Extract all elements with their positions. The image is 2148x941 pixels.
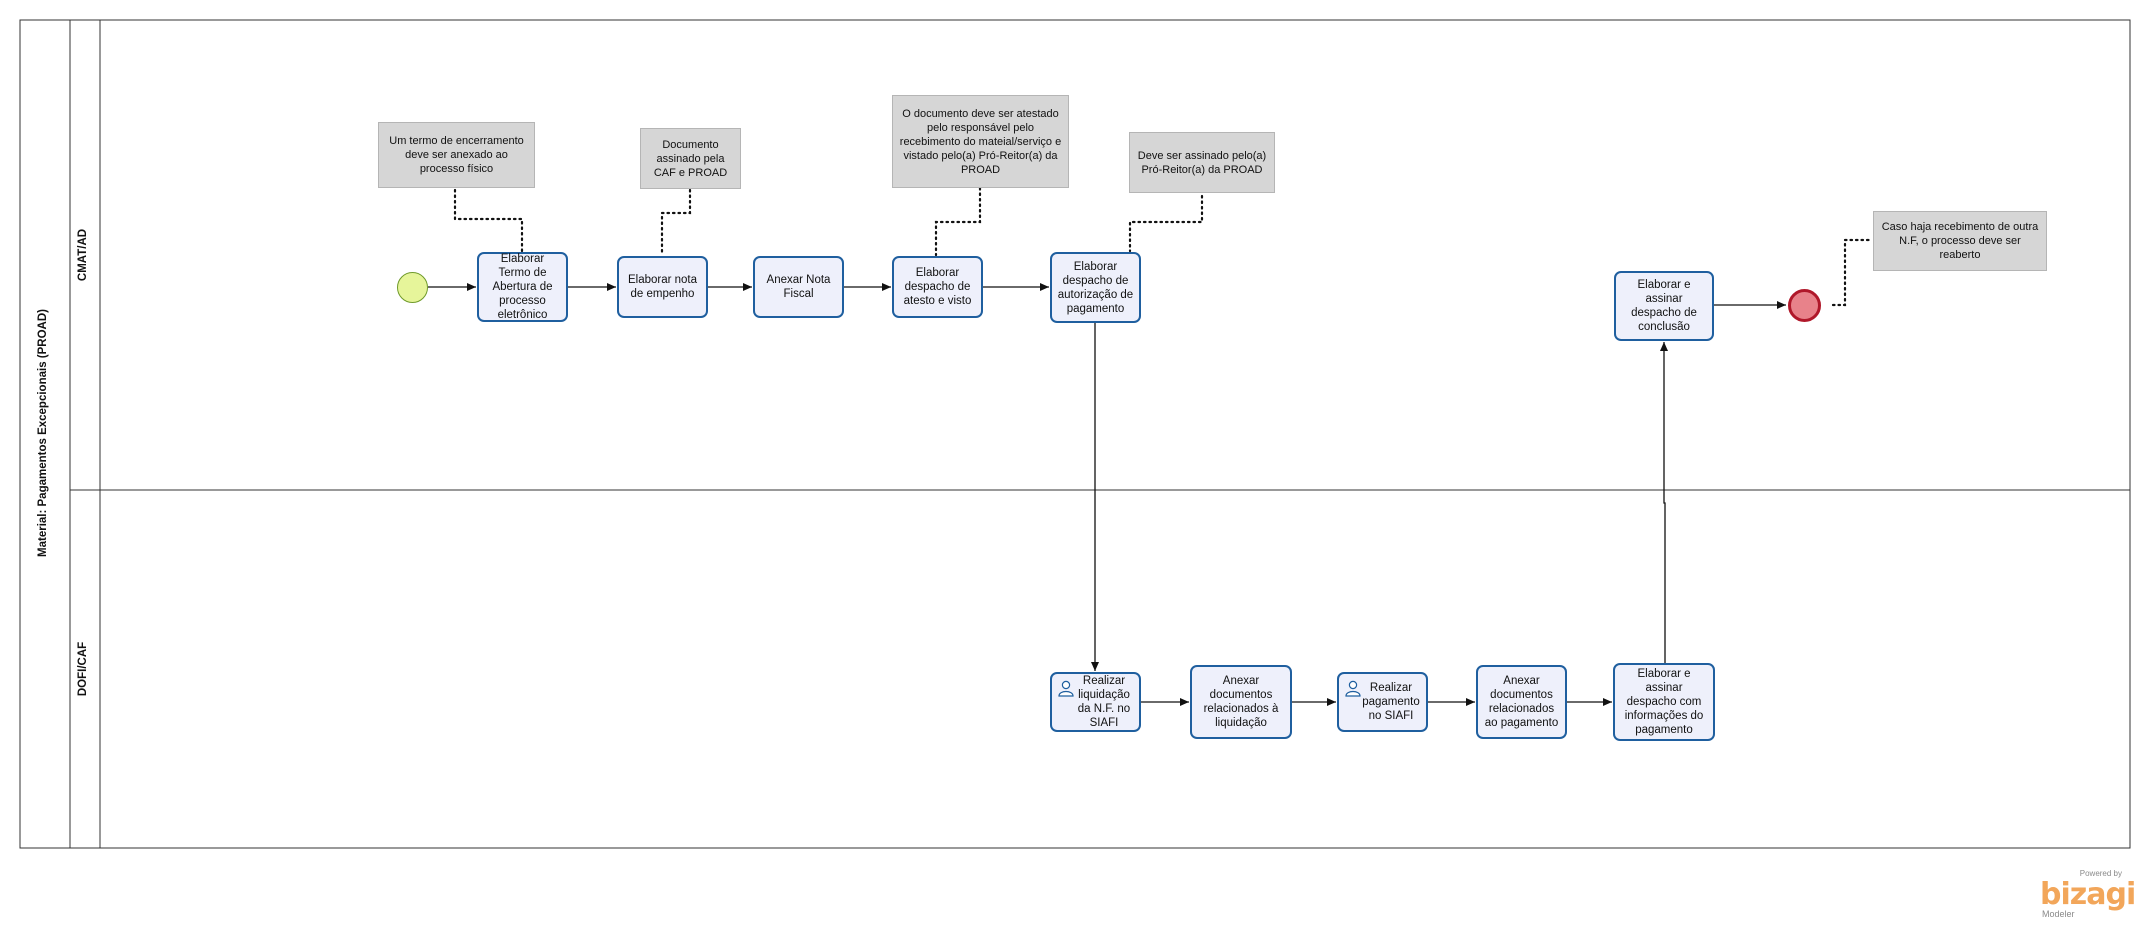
task-realizar-pagamento[interactable]: Realizar pagamento no SIAFI: [1337, 672, 1428, 732]
task-elaborar-termo-abertura[interactable]: Elaborar Termo de Abertura de processo e…: [477, 252, 568, 322]
task-label: Realizar liquidação da N.F. no SIAFI: [1077, 675, 1131, 729]
user-task-icon: [1345, 680, 1361, 697]
annotation-documento-atestado: O documento deve ser atestado pelo respo…: [892, 95, 1069, 188]
annotation-assinado-pro-reitor: Deve ser assinado pelo(a) Pró-Reitor(a) …: [1129, 132, 1275, 193]
link-a4-t5: [1128, 194, 1204, 253]
lane-title-cmat: CMAT/AD: [77, 228, 89, 282]
task-label: Anexar documentos relacionados ao pagame…: [1484, 675, 1559, 729]
task-label: Realizar pagamento no SIAFI: [1362, 682, 1420, 722]
task-label: Elaborar Termo de Abertura de processo e…: [492, 253, 553, 321]
task-realizar-liquidacao[interactable]: Realizar liquidação da N.F. no SIAFI: [1050, 672, 1141, 732]
annotation-reabertura-processo: Caso haja recebimento de outra N.F, o pr…: [1873, 211, 2047, 271]
pool-title: Material: Pagamentos Excepcionais (PROAD…: [37, 309, 49, 557]
logo-brand-text: bizagi: [2040, 877, 2136, 912]
pool-frame: [19, 19, 2131, 849]
task-label: Elaborar despacho de autorização de paga…: [1057, 260, 1134, 315]
link-end-a5: [1831, 238, 1872, 307]
annotation-documento-assinado: Documento assinado pela CAF e PROAD: [640, 128, 741, 189]
bizagi-logo: Powered by bizagi Modeler: [2040, 869, 2136, 919]
task-elaborar-despacho-atesto[interactable]: Elaborar despacho de atesto e visto: [892, 256, 983, 318]
link-a2-t2: [660, 188, 692, 257]
link-a3-t4: [934, 186, 982, 257]
sequence-flows: [428, 283, 1786, 706]
task-anexar-documentos-liquidacao[interactable]: Anexar documentos relacionados à liquida…: [1190, 665, 1292, 739]
link-a1-t1: [453, 188, 524, 253]
annotation-termo-encerramento: Um termo de encerramento deve ser anexad…: [378, 122, 535, 188]
lane-title-dofi: DOFI/CAF: [77, 641, 89, 697]
task-label: Anexar documentos relacionados à liquida…: [1203, 675, 1279, 729]
end-event[interactable]: [1788, 289, 1821, 322]
logo-powered-text: Powered by: [2079, 869, 2122, 878]
task-elaborar-despacho-autorizacao[interactable]: Elaborar despacho de autorização de paga…: [1050, 252, 1141, 323]
task-elaborar-despacho-conclusao[interactable]: Elaborar e assinar despacho de conclusão: [1614, 271, 1714, 341]
flow-t10-t11: [1660, 342, 1668, 663]
task-label: Elaborar nota de empenho: [627, 274, 698, 300]
task-anexar-documentos-pagamento[interactable]: Anexar documentos relacionados ao pagame…: [1476, 665, 1567, 739]
task-label: Anexar Nota Fiscal: [766, 274, 831, 300]
start-event[interactable]: [397, 272, 428, 303]
task-label: Elaborar e assinar despacho com informaç…: [1624, 668, 1704, 736]
task-label: Elaborar despacho de atesto e visto: [903, 267, 972, 307]
annotation-links: [453, 186, 1872, 307]
task-label: Elaborar e assinar despacho de conclusão: [1631, 279, 1697, 333]
task-anexar-nota-fiscal[interactable]: Anexar Nota Fiscal: [753, 256, 844, 318]
user-task-icon: [1058, 680, 1074, 697]
logo-product-text: Modeler: [2042, 909, 2075, 919]
task-elaborar-despacho-informacoes-pagamento[interactable]: Elaborar e assinar despacho com informaç…: [1613, 663, 1715, 741]
task-elaborar-nota-empenho[interactable]: Elaborar nota de empenho: [617, 256, 708, 318]
